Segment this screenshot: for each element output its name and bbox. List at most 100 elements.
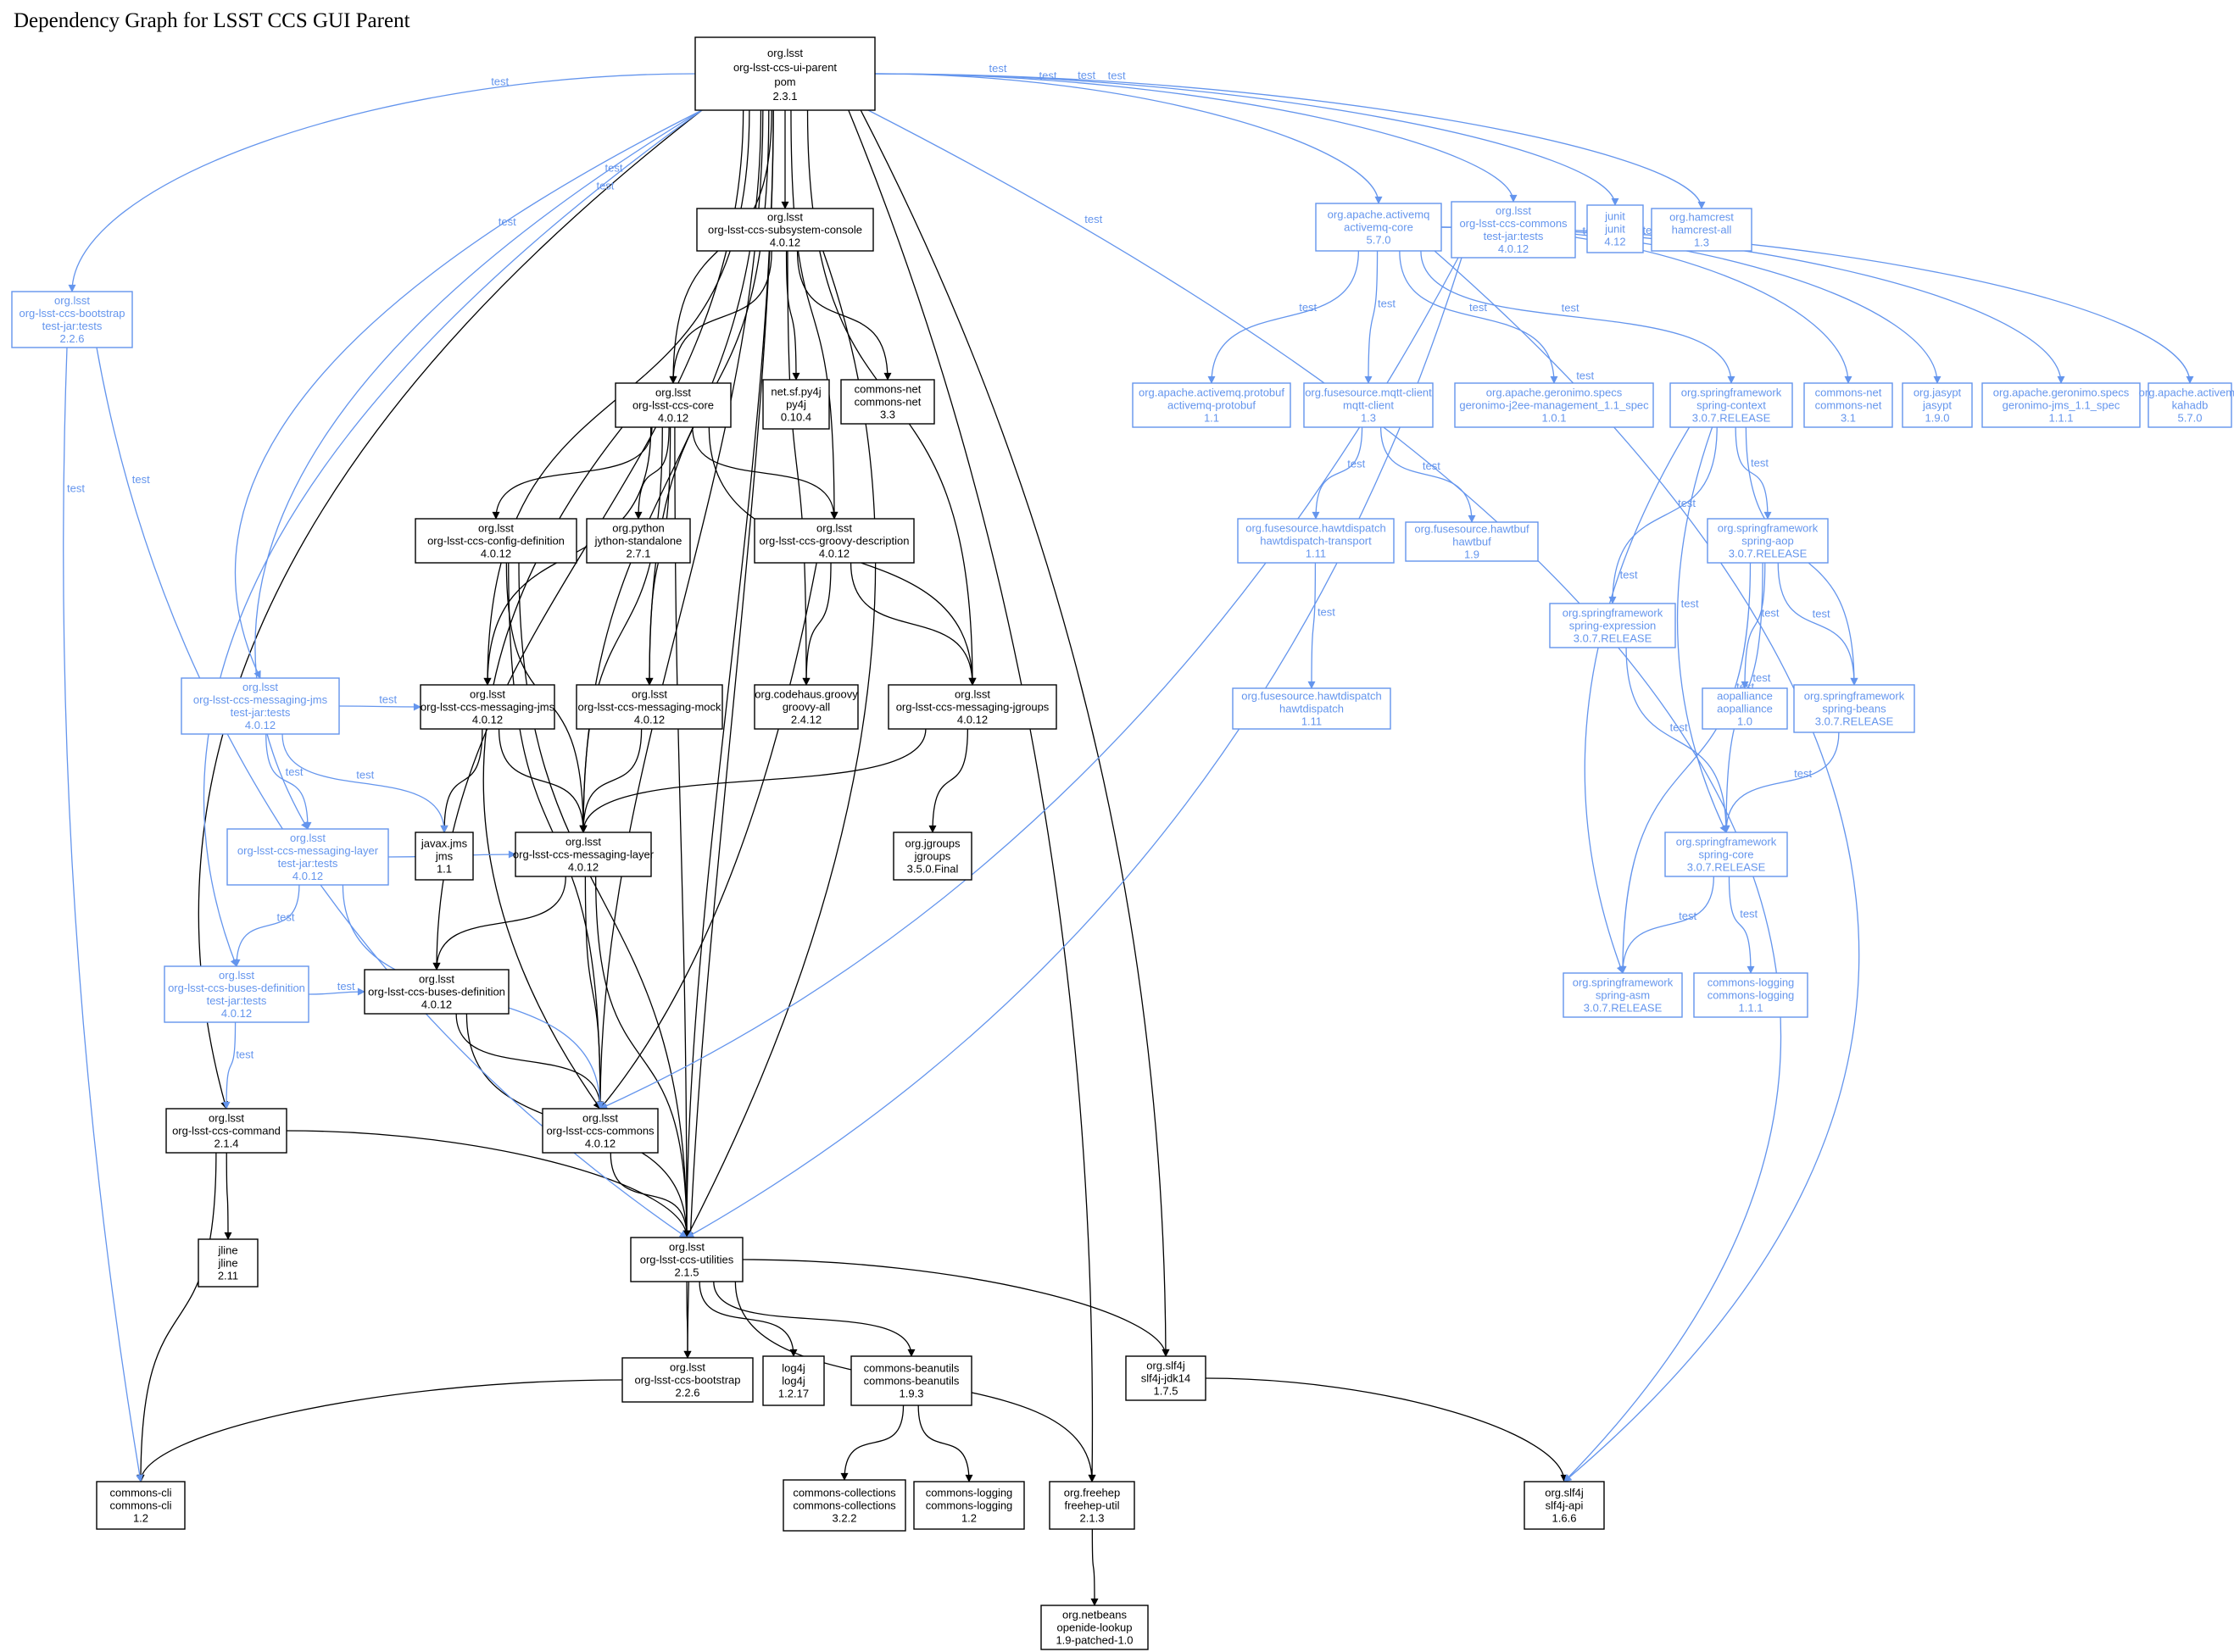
node-label-line: org.fusesource.mqtt-client bbox=[1305, 387, 1432, 399]
edge-groovy-desc-to-groovy-all bbox=[802, 562, 832, 686]
node-label-line: 1.1 bbox=[437, 863, 452, 876]
edge-scope-label: test bbox=[1318, 606, 1335, 619]
edge-utilities-to-slf4j-jdk14 bbox=[742, 1259, 1170, 1357]
node-label-line: org-lsst-ccs-commons bbox=[546, 1125, 655, 1137]
node-label-line: 4.0.12 bbox=[957, 714, 988, 726]
compile-dependency-edge bbox=[840, 1404, 905, 1481]
compile-dependency-edge bbox=[787, 250, 811, 686]
edge-msg-jms-tests-to-jms: test bbox=[281, 733, 448, 833]
edge-scope-label: test bbox=[1751, 457, 1769, 470]
edge-scope-label: test bbox=[1794, 767, 1812, 780]
edge-scope-label: test bbox=[1679, 909, 1696, 922]
test-dependency-edge bbox=[874, 73, 1518, 203]
edge-root-to-buses-tests: test bbox=[203, 109, 703, 967]
node-config-def: org.lsstorg-lsst-ccs-config-definition4.… bbox=[415, 518, 577, 564]
edge-console-to-groovy-all bbox=[787, 250, 811, 686]
node-msg-layer-tests: org.lsstorg-lsst-ccs-messaging-layertest… bbox=[226, 828, 389, 886]
node-label-line: spring-aop bbox=[1741, 535, 1793, 548]
node-label-line: org.springframework bbox=[1804, 690, 1905, 703]
node-box bbox=[1125, 1355, 1206, 1401]
compile-dependency-edge bbox=[498, 728, 588, 833]
edge-root-to-slf4j-jdk14 bbox=[860, 109, 1170, 1357]
node-label-line: commons-cli bbox=[110, 1499, 172, 1512]
node-label-line: 1.9-patched-1.0 bbox=[1056, 1634, 1133, 1647]
edge-spring-core-to-cl111: test bbox=[1728, 876, 1758, 974]
edge-bootstrap-tests-to-commons-cli: test bbox=[63, 347, 144, 1482]
node-label-line: org-lsst-ccs-buses-definition bbox=[368, 986, 505, 998]
compile-dependency-edge bbox=[850, 562, 977, 686]
node-protobuf: org.apache.activemq.protobufactivemq-pro… bbox=[1132, 382, 1291, 428]
test-dependency-edge bbox=[265, 733, 312, 830]
node-box bbox=[96, 1481, 186, 1530]
node-label-line: 4.0.12 bbox=[819, 548, 850, 560]
compile-dependency-edge bbox=[682, 109, 774, 1238]
node-box bbox=[586, 518, 691, 564]
test-dependency-edge bbox=[599, 257, 1459, 1110]
edge-scope-label: test bbox=[356, 768, 374, 781]
node-label-line: 1.1 bbox=[1204, 412, 1219, 425]
node-box bbox=[754, 518, 915, 564]
node-box bbox=[694, 36, 876, 111]
edge-core-to-msg-layer bbox=[579, 426, 663, 833]
node-label-line: 2.1.3 bbox=[1080, 1512, 1105, 1525]
node-label-line: org-lsst-ccs-core bbox=[632, 399, 714, 412]
node-box bbox=[621, 1357, 754, 1403]
edge-activemq-core-to-geronimo-j2ee: test bbox=[1399, 250, 1558, 384]
node-label-line: org.apache.geronimo.specs bbox=[1993, 387, 2130, 399]
node-label-line: org-lsst-ccs-messaging-jms bbox=[421, 701, 555, 714]
node-label-line: slf4j-jdk14 bbox=[1141, 1372, 1191, 1385]
node-label-line: org.slf4j bbox=[1545, 1487, 1584, 1499]
node-label-line: org-lsst-ccs-bootstrap bbox=[635, 1374, 741, 1387]
node-box bbox=[11, 291, 133, 348]
node-box bbox=[893, 832, 972, 881]
node-label-line: org-lsst-ccs-messaging-jms bbox=[193, 693, 328, 706]
node-label-line: org-lsst-ccs-utilities bbox=[640, 1254, 734, 1266]
test-dependency-edge bbox=[874, 73, 1706, 209]
node-label-line: 2.2.6 bbox=[60, 332, 85, 345]
node-label-line: org.apache.activemq bbox=[2139, 387, 2234, 399]
node-label-line: org.lsst bbox=[290, 832, 326, 844]
edge-scope-label: test bbox=[1670, 720, 1688, 733]
test-dependency-edge bbox=[874, 73, 1619, 206]
test-dependency-edge bbox=[1584, 426, 1691, 974]
edge-spring-context-to-spring-core: test bbox=[1676, 426, 1727, 833]
node-label-line: groovy-all bbox=[783, 701, 830, 714]
node-label-line: commons-beanutils bbox=[864, 1362, 960, 1375]
test-dependency-edge bbox=[281, 733, 448, 833]
node-label-line: hamcrest-all bbox=[1672, 224, 1732, 236]
edge-activemq-core-to-spring-context: test bbox=[1420, 250, 1735, 384]
node-box bbox=[850, 1355, 972, 1406]
edge-root-to-freehep bbox=[848, 109, 1096, 1482]
node-label-line: commons-collections bbox=[793, 1487, 896, 1499]
test-dependency-edge bbox=[1312, 426, 1363, 520]
edge-scope-label: test bbox=[67, 482, 85, 495]
test-dependency-edge bbox=[1735, 426, 1772, 520]
node-box bbox=[165, 1108, 287, 1154]
node-label-line: log4j bbox=[782, 1375, 805, 1388]
node-label-line: 4.0.12 bbox=[292, 870, 323, 882]
node-label-line: org-lsst-ccs-command bbox=[172, 1125, 281, 1137]
node-label-line: org.lsst bbox=[955, 688, 990, 701]
compile-dependency-edge bbox=[198, 109, 703, 1110]
node-label-line: org.lsst bbox=[767, 47, 803, 59]
node-label-line: commons-net bbox=[1815, 399, 1882, 412]
node-box bbox=[1707, 518, 1829, 564]
test-dependency-edge bbox=[203, 109, 703, 967]
node-label-line: test-jar:tests bbox=[42, 320, 103, 332]
compile-dependency-edge bbox=[1205, 1377, 1568, 1482]
node-label-line: org.freehep bbox=[1064, 1487, 1121, 1499]
node-label-line: org-lsst-ccs-messaging-layer bbox=[513, 848, 655, 861]
edge-scope-label: test bbox=[277, 910, 295, 923]
node-label-line: 3.3 bbox=[880, 409, 895, 421]
edge-scope-label: test bbox=[337, 980, 355, 993]
edge-buses-tests-to-buses-def: test bbox=[308, 980, 365, 996]
edge-scope-label: test bbox=[989, 62, 1006, 75]
edge-root-to-bootstrap bbox=[683, 109, 774, 1359]
node-label-line: 3.0.7.RELEASE bbox=[1574, 632, 1652, 645]
